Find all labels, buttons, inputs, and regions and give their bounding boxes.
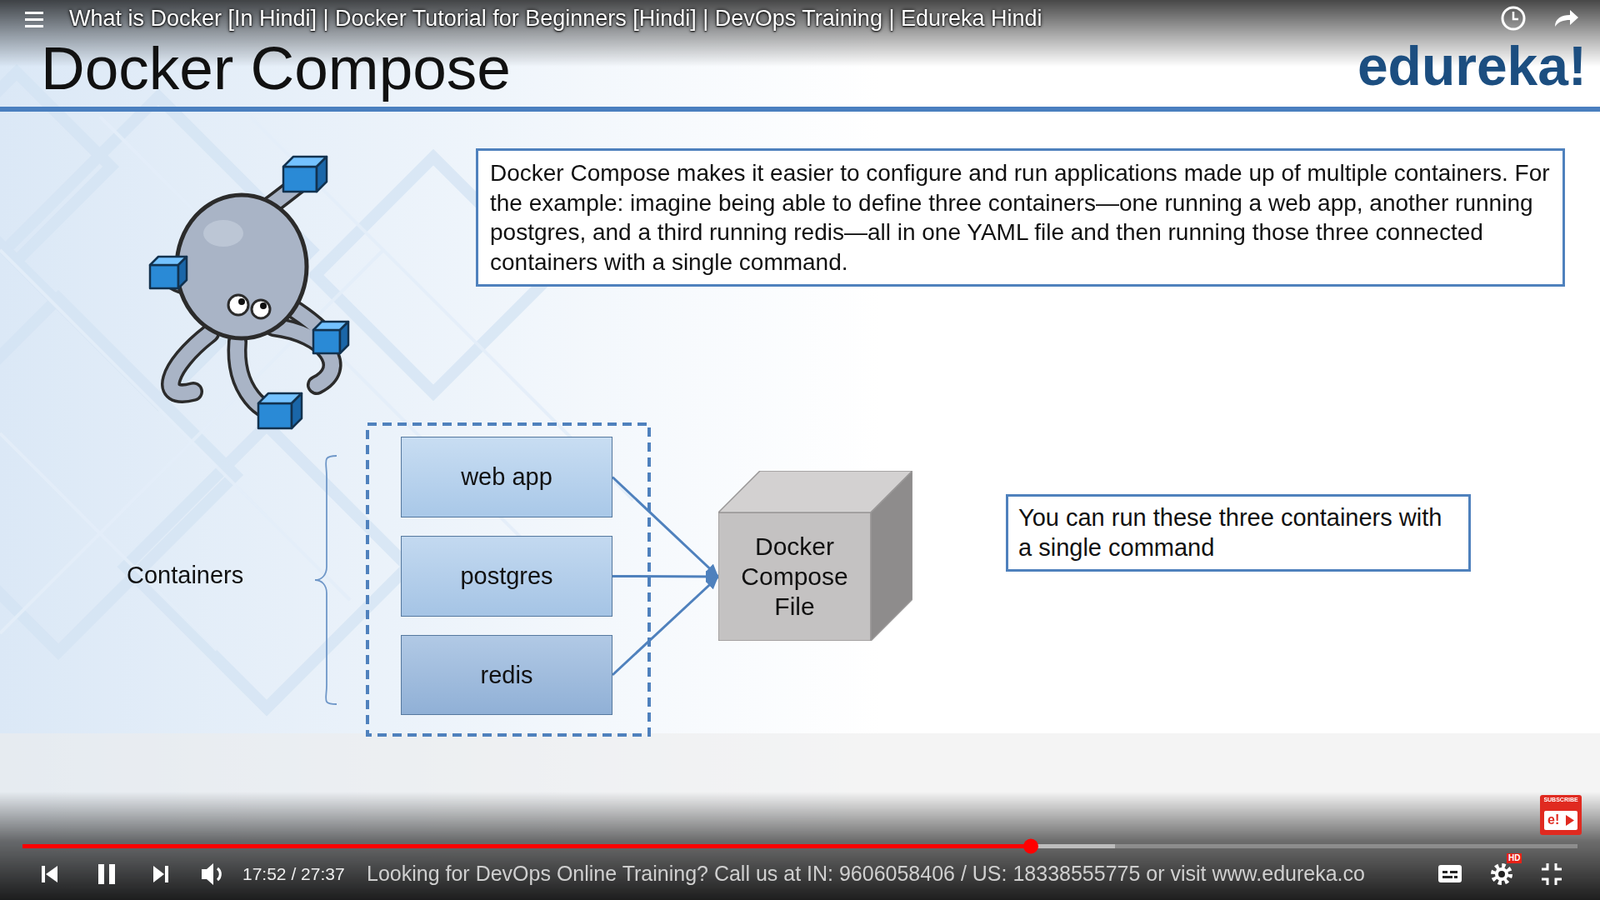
cube-face-text-area: Docker Compose File [718, 512, 871, 641]
slide-ground [0, 733, 1600, 900]
slide-title: Docker Compose [40, 36, 511, 101]
docker-compose-octopus [150, 156, 349, 429]
node-text: Docker Compose File [728, 531, 861, 622]
brand-logo: edureka! [1357, 33, 1587, 100]
callout-box: You can run these three containers with … [1005, 494, 1471, 572]
arrow-connector [612, 477, 719, 578]
cube-face [870, 470, 913, 641]
container-group [367, 424, 650, 735]
progress-bar [22, 839, 1578, 855]
container-box: postgres [400, 535, 613, 617]
header-rule [0, 106, 1600, 112]
menu-icon [25, 11, 44, 28]
watch-later-icon [1502, 7, 1525, 30]
arrow-connector [612, 575, 719, 579]
group-bracket [315, 455, 337, 705]
node-text: You can run these three containers with … [1018, 502, 1459, 564]
subscribe-badge [1540, 795, 1582, 835]
cube-face [718, 512, 871, 641]
subscribe-text: SUBSCRIBE [1543, 796, 1578, 804]
player-bottom-shade [0, 791, 1600, 900]
share-icon [1555, 10, 1579, 27]
compose-file-cube: Docker Compose File [718, 470, 913, 641]
time-display: 17:52 / 27:37 [242, 863, 345, 885]
description-box: Docker Compose makes it easier to config… [475, 148, 1565, 287]
promo-ticker: Looking for DevOps Online Training? Call… [366, 860, 1365, 886]
node-text: web app [460, 463, 553, 491]
arrow-connector [612, 576, 719, 675]
hd-badge: HD [1506, 853, 1522, 864]
node-text: redis [480, 661, 534, 690]
brand-mark: e! [1547, 811, 1560, 828]
group-label: Containers [126, 560, 244, 590]
node-text: Docker Compose makes it easier to config… [490, 158, 1551, 277]
video-title: What is Docker [In Hindi] | Docker Tutor… [69, 5, 1043, 32]
container-box: web app [400, 436, 613, 518]
container-box: redis [400, 635, 613, 715]
node-text: postgres [460, 562, 553, 590]
